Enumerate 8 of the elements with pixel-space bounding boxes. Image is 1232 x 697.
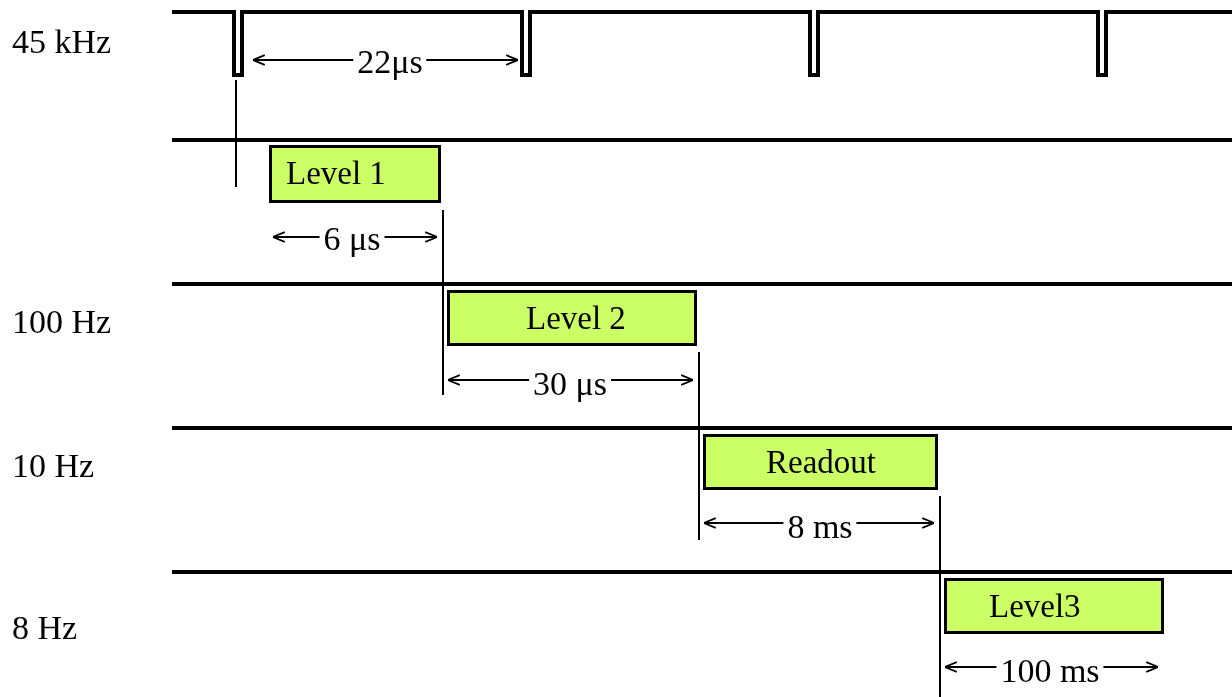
signal-name: 10 Hz	[11, 446, 96, 486]
signal-name: 45 kHz	[11, 22, 113, 62]
signal-name: 100 Hz	[11, 302, 113, 342]
process-box: Level3	[944, 578, 1164, 634]
process-box: Readout	[703, 434, 938, 490]
process-box: Level 1	[269, 145, 441, 203]
signal-name: 8 Hz	[11, 608, 79, 648]
process-box: Level 2	[447, 290, 697, 346]
